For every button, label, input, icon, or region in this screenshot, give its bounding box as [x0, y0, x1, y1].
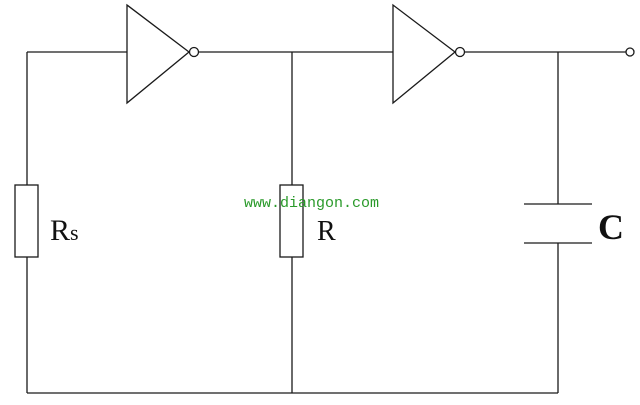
resistor-r [279, 184, 304, 258]
label-r: R [317, 216, 336, 247]
inverter-1-triangle [126, 3, 191, 105]
label-c: C [598, 207, 624, 247]
capacitor-c [524, 203, 592, 244]
label-rs-subscript: s [70, 220, 79, 245]
output-terminal [625, 47, 635, 57]
inverter-1 [126, 3, 200, 105]
resistor-rs [14, 184, 39, 258]
label-rs: Rs [50, 214, 79, 247]
inverter-1-bubble [188, 46, 200, 58]
inverter-2-triangle [392, 3, 457, 105]
inverter-2 [392, 3, 466, 105]
inverter-2-bubble [454, 46, 466, 58]
label-rs-letter: R [50, 214, 70, 247]
watermark-text: www.diangon.com [244, 195, 379, 212]
